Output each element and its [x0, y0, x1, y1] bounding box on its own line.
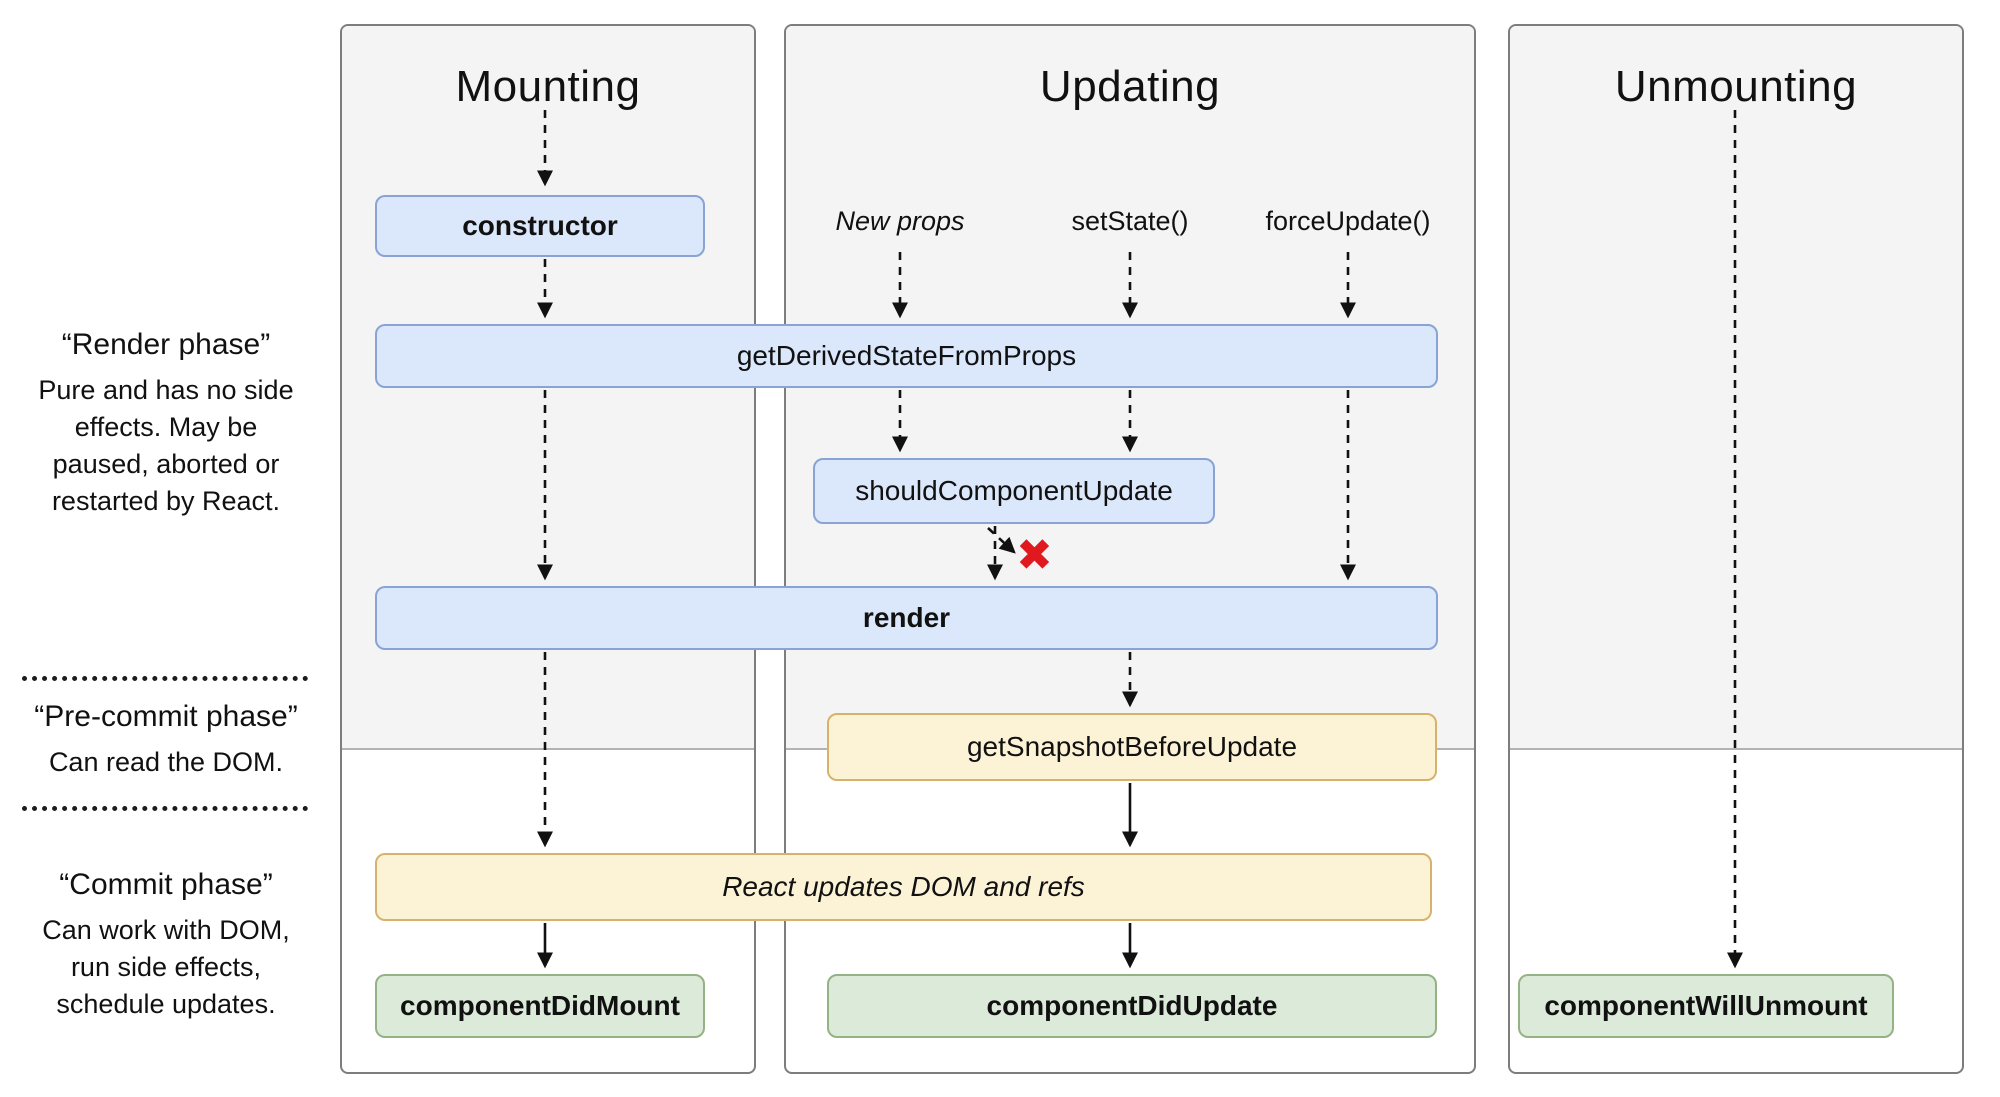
render-phase-title: “Render phase”: [61, 328, 271, 361]
commit-phase-description: Can work with DOM, run side effects, sch…: [42, 915, 290, 1019]
render-phase-description: Pure and has no side effects. May be pau…: [38, 375, 294, 516]
unmounting-column: Unmounting: [1508, 24, 1964, 1074]
pre-commit-phase-title: “Pre-commit phase”: [34, 700, 298, 733]
lifecycle-box-getsnapshotbeforeupdate[interactable]: getSnapshotBeforeUpdate: [827, 713, 1437, 781]
lifecycle-box-componentdidmount[interactable]: componentDidMount: [375, 974, 705, 1038]
commit-phase-title: “Commit phase”: [59, 868, 273, 901]
updating-column-title: Updating: [1039, 62, 1221, 111]
react-updates-dom-box: React updates DOM and refs: [375, 853, 1432, 921]
render-phase-label: “Render phase” Pure and has no side effe…: [20, 328, 312, 520]
skip-update-x-icon: ✖: [1016, 531, 1053, 580]
setstate-trigger-label: setState(): [1071, 206, 1189, 236]
lifecycle-box-componentdidupdate[interactable]: componentDidUpdate: [827, 974, 1437, 1038]
forceupdate-trigger-label: forceUpdate(): [1265, 206, 1431, 236]
lifecycle-box-render[interactable]: render: [375, 586, 1438, 650]
lifecycle-box-getderivedstatefromprops[interactable]: getDerivedStateFromProps: [375, 324, 1438, 388]
pre-commit-phase-description: Can read the DOM.: [48, 747, 284, 777]
commit-phase-label: “Commit phase” Can work with DOM, run si…: [20, 868, 312, 1023]
new-props-trigger-label: New props: [835, 206, 965, 236]
render-phase-shaded-region: [1510, 26, 1962, 750]
lifecycle-box-componentwillunmount[interactable]: componentWillUnmount: [1518, 974, 1894, 1038]
mounting-column-title: Mounting: [455, 62, 641, 111]
lifecycle-box-shouldcomponentupdate[interactable]: shouldComponentUpdate: [813, 458, 1215, 524]
lifecycle-box-constructor[interactable]: constructor: [375, 195, 705, 257]
unmounting-column-title: Unmounting: [1614, 62, 1858, 111]
phase-separator-dotted-line: [22, 806, 308, 811]
pre-commit-phase-label: “Pre-commit phase” Can read the DOM.: [20, 700, 312, 781]
phase-separator-dotted-line: [22, 676, 308, 681]
